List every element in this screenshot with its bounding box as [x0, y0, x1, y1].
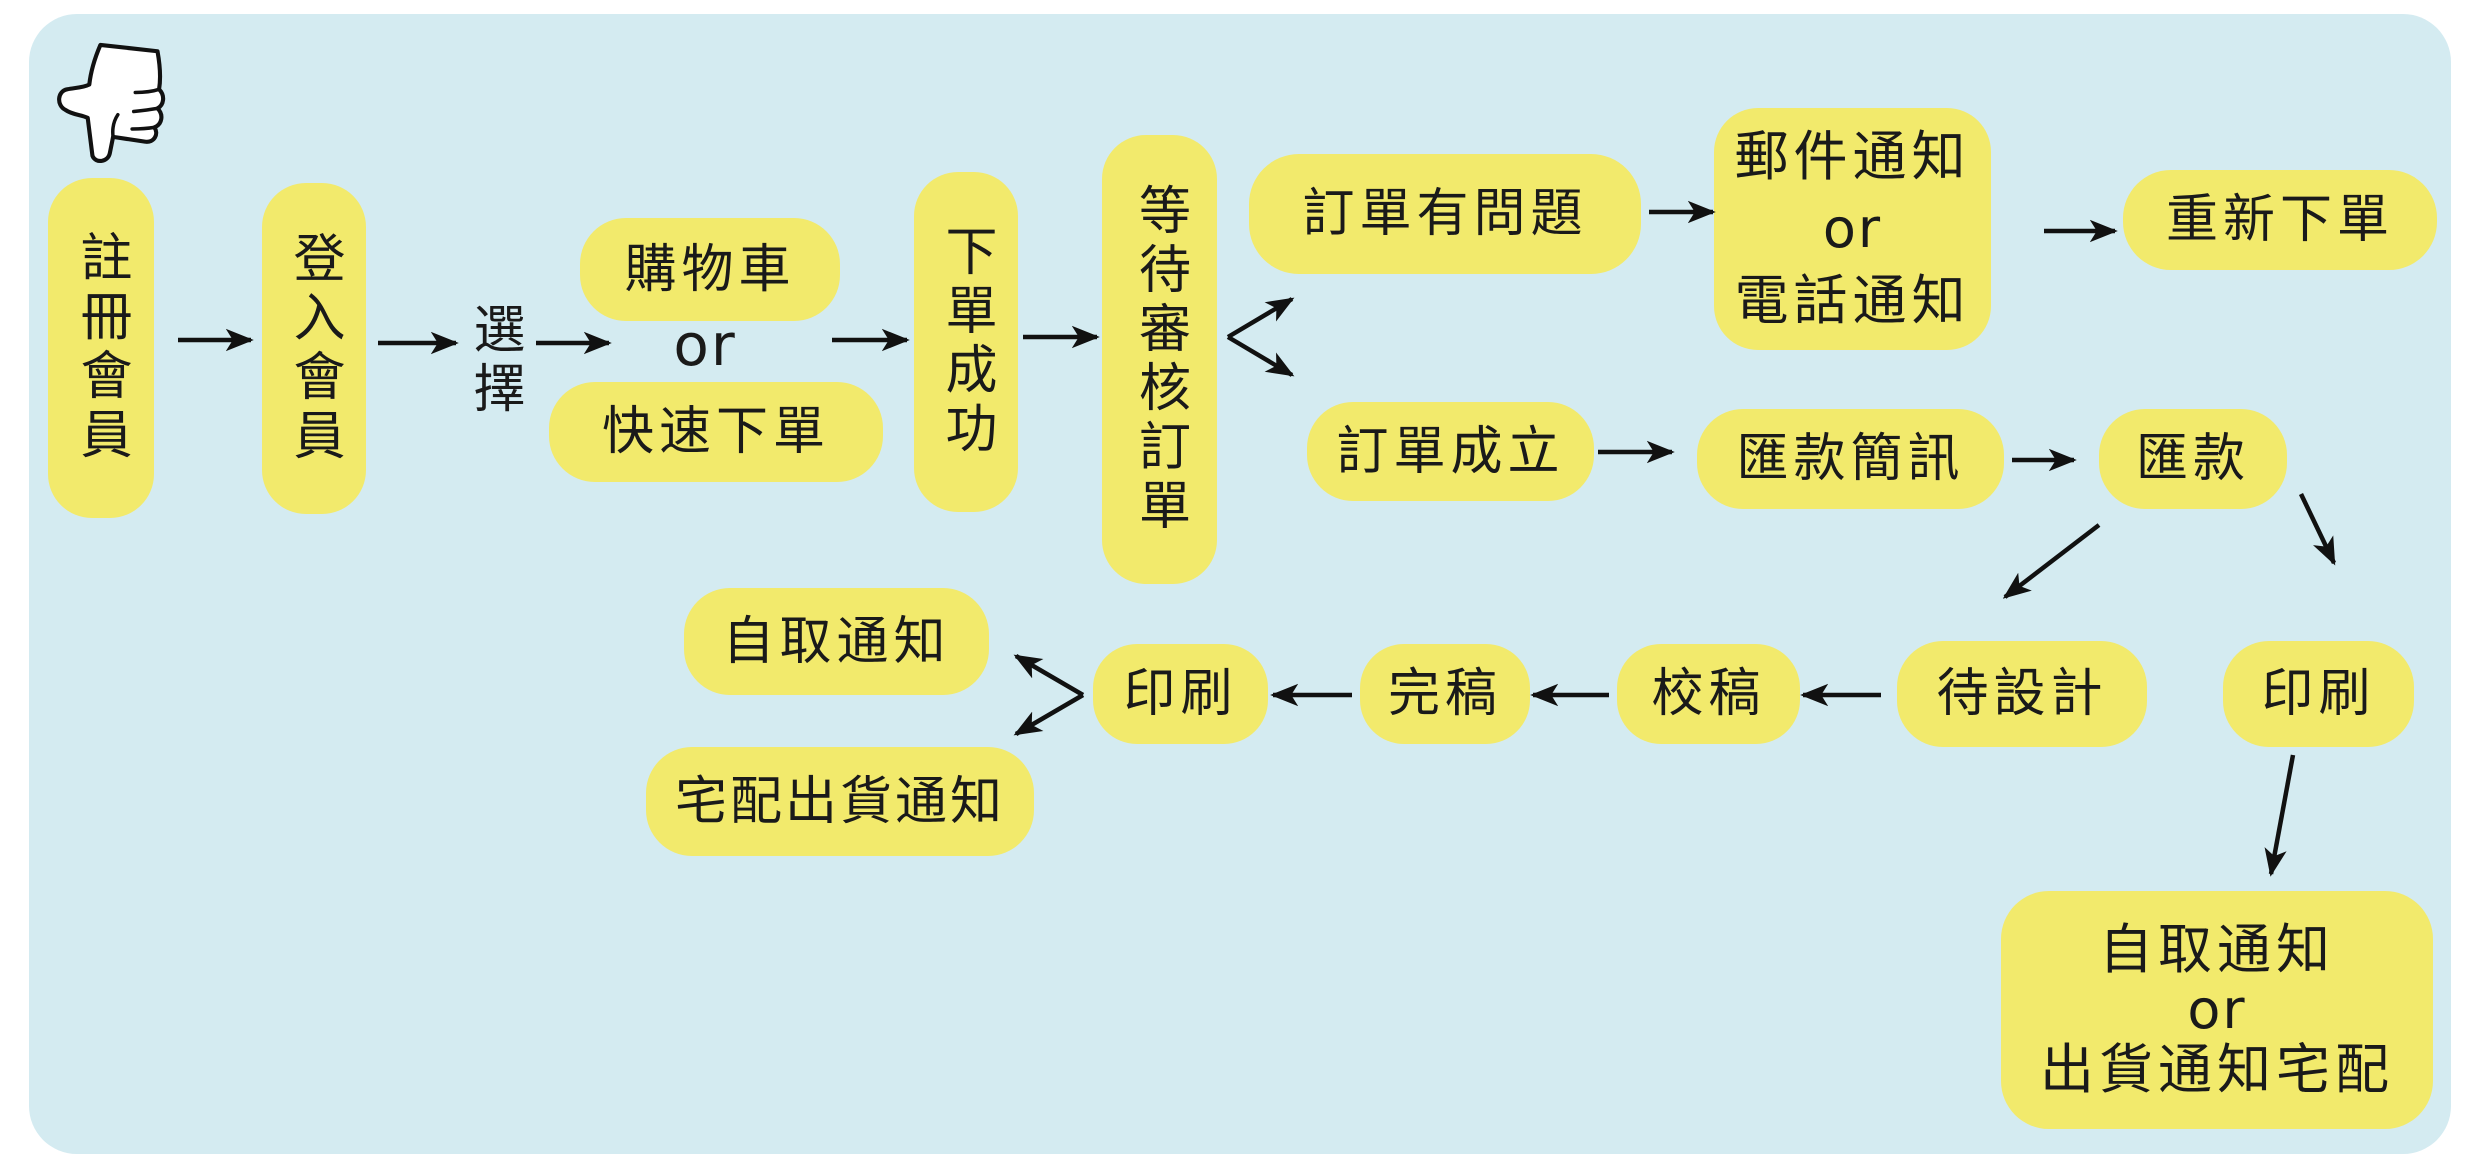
choose-or-text: or — [660, 312, 750, 378]
node-print-direct: 印刷 — [2223, 641, 2414, 747]
node-quick-order-label: 快速下單 — [601, 402, 830, 462]
node-print-direct-label: 印刷 — [2261, 664, 2376, 724]
pointing-hand-icon — [57, 42, 166, 163]
node-proof-label: 校稿 — [1651, 664, 1766, 724]
node-order-success-label: 下單成功 — [936, 224, 996, 460]
node-await-review-label: 等待審核訂單 — [1129, 182, 1190, 537]
node-final-notice-line1: 自取通知 — [2099, 918, 2335, 981]
node-print-after-design-label: 印刷 — [1123, 664, 1238, 724]
node-proof: 校稿 — [1617, 644, 1800, 744]
node-delivery-notice-label: 宅配出貨通知 — [674, 771, 1005, 832]
node-register: 註冊會員 — [48, 178, 154, 518]
node-pickup-notice-label: 自取通知 — [722, 611, 951, 672]
node-login: 登入會員 — [262, 183, 366, 514]
node-remit: 匯款 — [2099, 409, 2287, 509]
choose-or-label: or — [673, 311, 737, 379]
node-remit-label: 匯款 — [2135, 429, 2250, 489]
node-choose-label: 選擇 — [464, 302, 524, 420]
node-cart-label: 購物車 — [624, 239, 796, 300]
node-reorder: 重新下單 — [2123, 170, 2437, 270]
node-delivery-notice: 宅配出貨通知 — [646, 747, 1034, 856]
node-pending-design-label: 待設計 — [1936, 664, 2108, 724]
node-notify-line2: 電話通知 — [1734, 269, 1971, 332]
node-choose: 選擇 — [462, 296, 526, 426]
node-notify-or: or — [1822, 197, 1883, 260]
node-order-established: 訂單成立 — [1307, 402, 1594, 501]
node-order-issue-label: 訂單有問題 — [1302, 184, 1588, 244]
node-pickup-notice: 自取通知 — [684, 588, 989, 695]
node-final-notice: 自取通知 or 出貨通知宅配 — [2001, 891, 2433, 1129]
node-finalize-label: 完稿 — [1387, 664, 1502, 724]
node-reorder-label: 重新下單 — [2165, 190, 2394, 250]
node-remit-sms: 匯款簡訊 — [1697, 409, 2004, 509]
node-remit-sms-label: 匯款簡訊 — [1736, 429, 1965, 489]
node-login-label: 登入會員 — [284, 230, 344, 467]
node-finalize: 完稿 — [1360, 644, 1530, 744]
node-notify-line1: 郵件通知 — [1734, 125, 1971, 188]
node-pending-design: 待設計 — [1897, 641, 2147, 747]
node-cart: 購物車 — [580, 218, 840, 321]
node-final-notice-line2: 出貨通知宅配 — [2040, 1038, 2394, 1101]
node-order-success: 下單成功 — [914, 172, 1018, 512]
node-await-review: 等待審核訂單 — [1102, 135, 1217, 584]
node-order-established-label: 訂單成立 — [1336, 421, 1565, 482]
node-final-notice-or: or — [2187, 978, 2247, 1041]
node-notify: 郵件通知 or 電話通知 — [1714, 108, 1991, 350]
node-print-after-design: 印刷 — [1093, 644, 1268, 744]
node-order-issue: 訂單有問題 — [1249, 154, 1641, 274]
node-register-label: 註冊會員 — [71, 230, 131, 466]
node-quick-order: 快速下單 — [549, 382, 883, 482]
